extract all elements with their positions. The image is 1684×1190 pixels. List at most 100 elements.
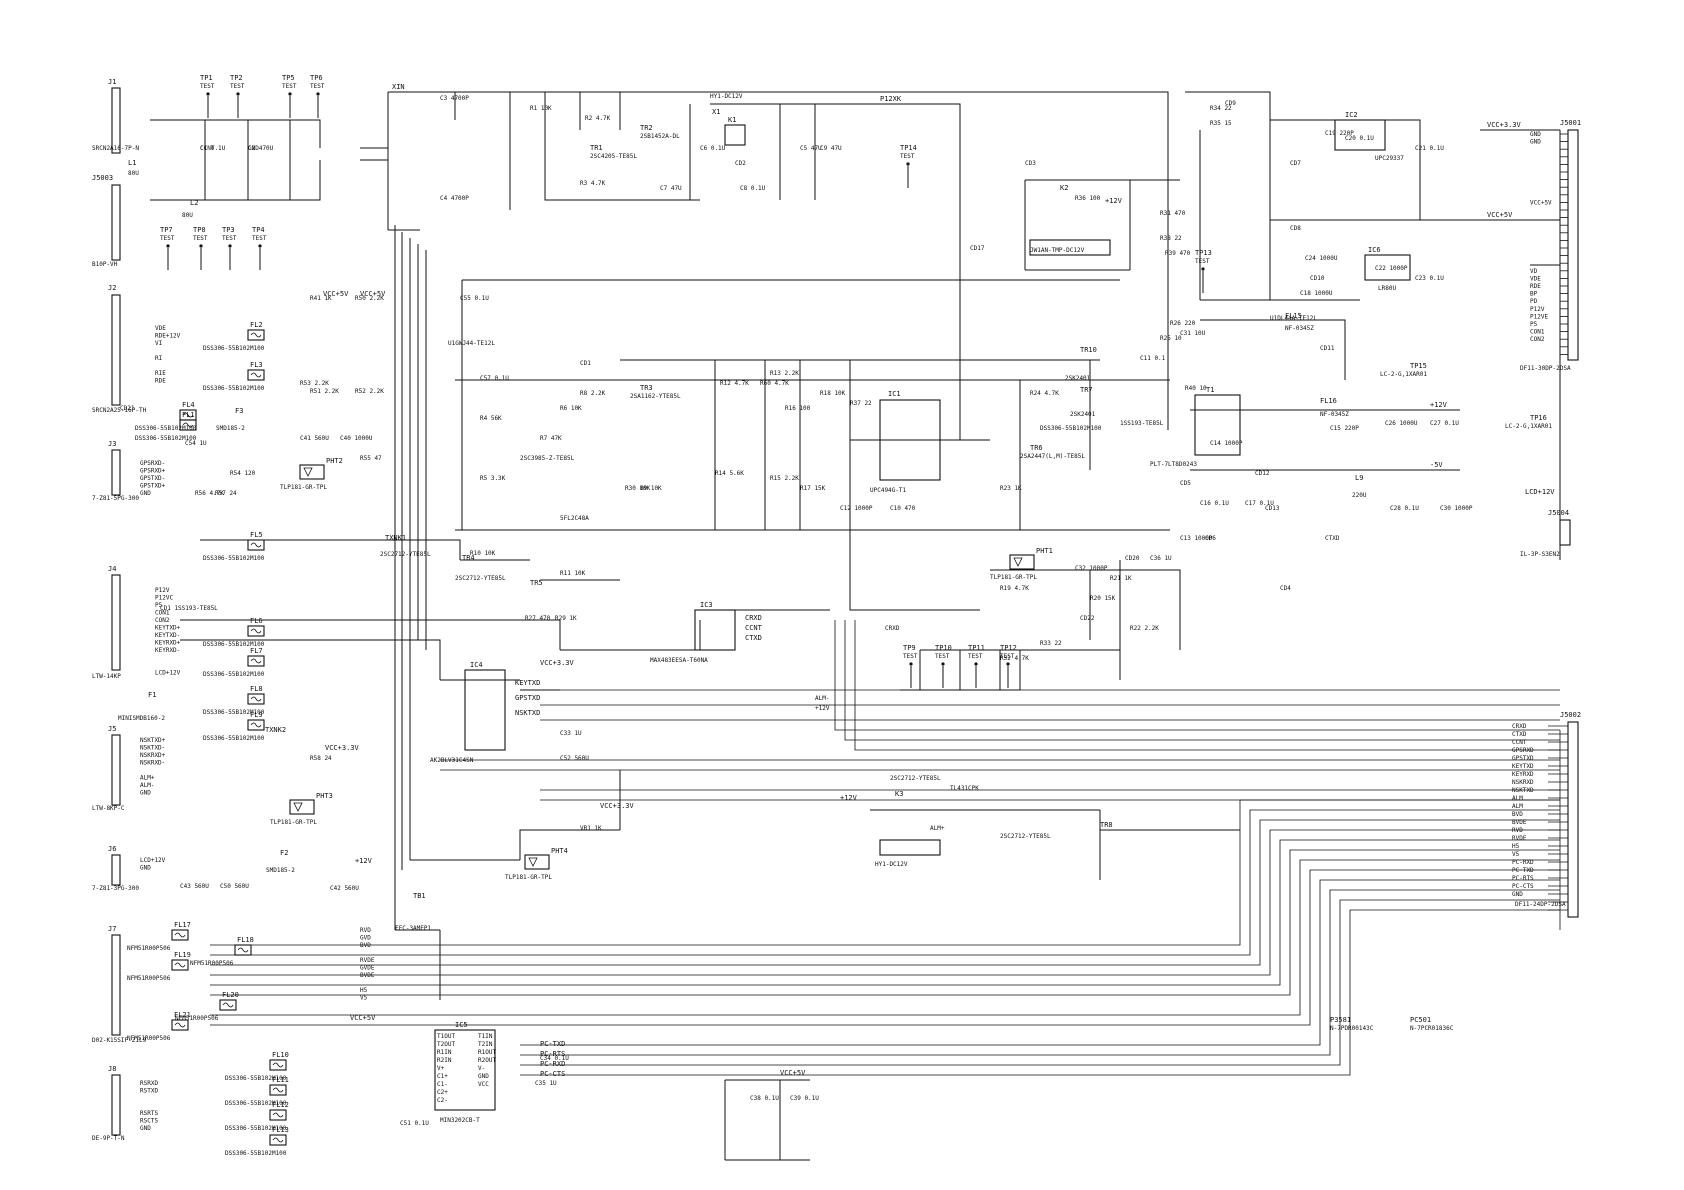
l1-value: 80U (128, 170, 139, 177)
vcc33-label-pht4: VCC+3.3V (600, 802, 635, 810)
component-label: R60 4.7K (760, 380, 789, 387)
filter-part: NFM51R00P506 (190, 960, 234, 967)
tp-text: TEST (200, 83, 215, 90)
j2-net: RDE (155, 378, 166, 385)
tr4-ref: TR4 (462, 554, 475, 562)
ic3-net: CCNT (745, 624, 763, 632)
j5-net: ALM- (140, 782, 154, 789)
component-label: C6 0.1U (700, 145, 726, 152)
filter-ref: FL10 (272, 1051, 289, 1059)
ic4-net: GPSTXD (515, 694, 540, 702)
component-label: C23 0.1U (1415, 275, 1444, 282)
component-label: C4 4700P (440, 195, 469, 202)
j5002-pin-name: PC-CTS (1512, 883, 1534, 890)
j6-body (111, 854, 121, 886)
component-label: C34 0.1U (540, 1055, 569, 1062)
k3-body (879, 839, 941, 856)
filter-ref: FL4 (182, 401, 195, 409)
j7-net: RVD (360, 927, 371, 934)
tp-text: TEST (230, 83, 245, 90)
component-label: C14 1000P (1210, 440, 1243, 447)
led-icon (528, 857, 538, 867)
ic2-body (1334, 119, 1386, 151)
j5004-body (1559, 519, 1571, 546)
p12xk-label: P12XK (880, 95, 902, 103)
j7-net: GVD (360, 935, 371, 942)
j4-net: P5 (155, 602, 163, 609)
component-label: C32 1000P (1075, 565, 1108, 572)
tp-dot (199, 244, 203, 248)
l2-value: 80U (182, 212, 193, 219)
j7-net: BVD (360, 942, 371, 949)
misc-labels: P3581 N-7PDR00143C PC501 N-7PCR01836C TB… (265, 108, 1552, 1032)
ic5-ref: IC5 (455, 1021, 468, 1029)
connector-part-labels: J5001 DF11-30DP-2DSA J5002 DF11-24DP-2DS… (1515, 119, 1581, 908)
j5004-part: IL-3P-S3EN2 (1520, 551, 1560, 558)
j2-net: VI (155, 340, 163, 347)
filter-ref: FL7 (250, 647, 263, 655)
component-label: R8 2.2K (580, 390, 606, 397)
component-label: R37 22 (850, 400, 872, 407)
tp-ref: TP10 (935, 644, 952, 652)
component-label: C21 0.1U (1415, 145, 1444, 152)
filter-part: DSS306-55B102M100 (225, 1100, 287, 1107)
tp-dot (288, 92, 292, 96)
j5-net: NSKRXD- (140, 760, 165, 767)
component-label: CD4 (1280, 585, 1291, 592)
j5002-pin-name: CCNT (1512, 739, 1527, 746)
filter-wave-icon (250, 372, 262, 378)
filter-part: DSS306-55B102M100 (225, 1075, 287, 1082)
ic5-pin-left: C1- (437, 1081, 448, 1088)
j7-net: H5 (360, 987, 368, 994)
filter-body (179, 409, 197, 421)
net-labels: VDERDE+12VVIRIRIERDEGPSRXD-GPSRXD+GPSTXD… (140, 325, 763, 1132)
component-label: R52 2.2K (355, 388, 384, 395)
component-label: R18 10K (820, 390, 846, 397)
j4-net: KEYRXD- (155, 647, 180, 654)
component-label: CD3 (1025, 160, 1036, 167)
component-label: 2SC2712-YTE85L (890, 775, 941, 782)
component-label: R21 1K (1110, 575, 1132, 582)
j3-net: GPSRXD+ (140, 468, 166, 475)
filter-part: NFM51R00P506 (127, 1035, 171, 1042)
component-label: R41 1K (310, 295, 332, 302)
filter-ref: FL18 (237, 936, 254, 944)
ic1-part: UPC494G-T1 (870, 487, 907, 494)
fuse-labels: F1 MINISMDB160-2 F2 SMD185-2 F3 SMD185-2 (118, 407, 295, 874)
j5002-pin-name: ALM (1512, 803, 1523, 810)
tp-dot (166, 244, 170, 248)
ic4-net: KEYTXD (515, 679, 540, 687)
j3-net: GPSRXD- (140, 460, 165, 467)
opto-body (289, 799, 315, 815)
j7-net: V5 (360, 995, 368, 1002)
k1-part: HY1-DC12V (710, 93, 743, 100)
tp-dot (228, 244, 232, 248)
tp-text: TEST (193, 235, 208, 242)
component-label: C9 47U (820, 145, 842, 152)
fl16-ref: FL16 (1320, 397, 1337, 405)
component-label: R14 5.6K (715, 470, 744, 477)
tr1-part: 2SC4205-TE85L (590, 153, 637, 160)
ic2-part: UPC29337 (1375, 155, 1404, 162)
vcc33-label-pht3: VCC+3.3V (325, 744, 360, 752)
opto-ref: PHT3 (316, 792, 333, 800)
vcc5-label-right: VCC+5V (1487, 211, 1513, 219)
filter-ref: FL13 (272, 1126, 289, 1134)
ic5-part: MIN3202CB-T (440, 1117, 480, 1124)
component-label: C26 1000U (1385, 420, 1418, 427)
component-label: R22 2.2K (1130, 625, 1159, 632)
j5002-pin-name: PC-RXD (1512, 859, 1534, 866)
tp-ref: TP14 (900, 144, 917, 152)
ic3-ref: IC3 (700, 601, 713, 609)
tp-text: TEST (310, 83, 325, 90)
filter-body (247, 655, 265, 667)
component-label: C13 1000P (1180, 535, 1213, 542)
filter-wave-icon (272, 1112, 284, 1118)
j2-part: SRCN2A25-16P-TH (92, 407, 147, 414)
component-label: R39 470 (1165, 250, 1191, 257)
ic5-pin-left: R1IN (437, 1049, 452, 1056)
j5-net: NSKTXD- (140, 745, 165, 752)
relay-labels: K1 HY1-DC12V K2 JW1AN-TMP-DC12V K3 HY1-D… (710, 93, 1085, 868)
ic5-pin-right: T1IN (478, 1033, 493, 1040)
